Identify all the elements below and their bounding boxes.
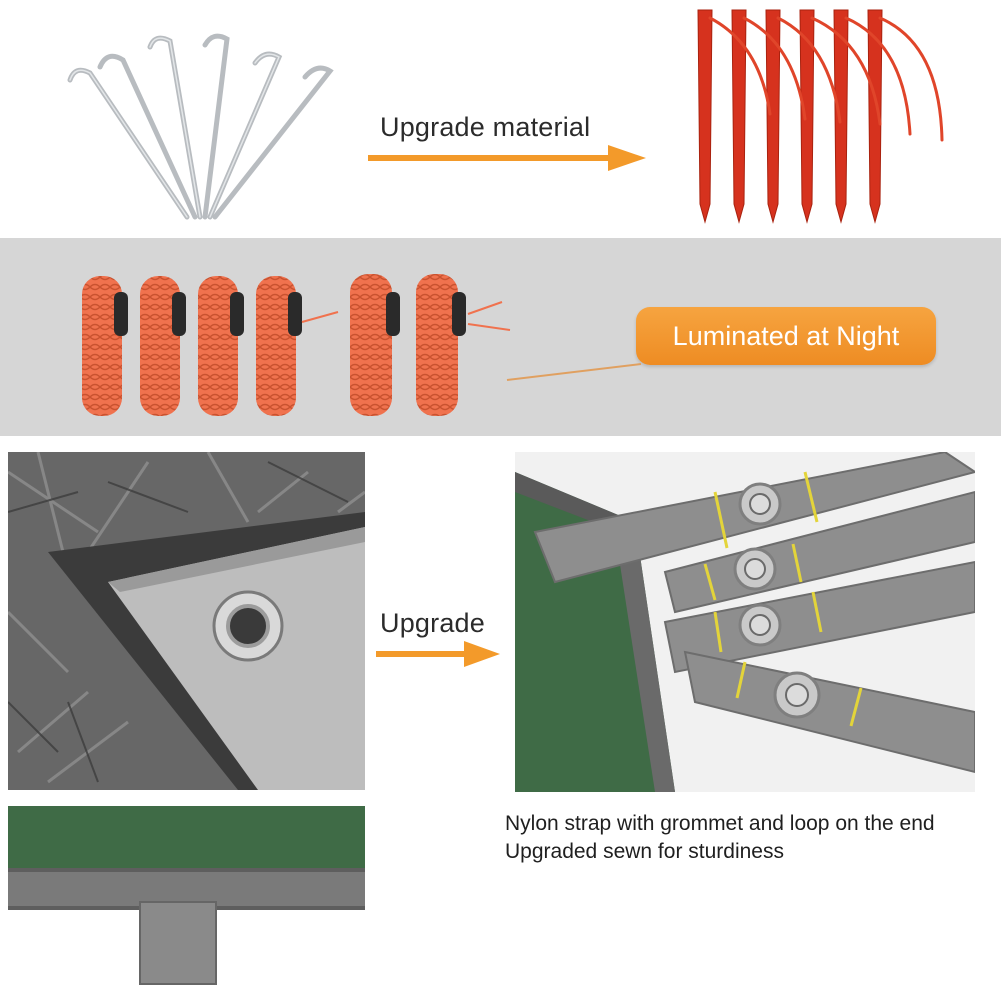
upgrade-material-label: Upgrade material — [380, 112, 591, 142]
old-tarp-grommet-photo — [8, 452, 365, 790]
caption-line-2: Upgraded sewn for sturdiness — [505, 840, 784, 863]
guy-ropes-image — [82, 274, 511, 416]
upgraded-nylon-strap-photo — [515, 452, 975, 792]
upgrade-label: Upgrade — [380, 608, 485, 638]
grommet-icon — [212, 590, 284, 662]
luminated-at-night-badge: Luminated at Night — [636, 307, 936, 365]
arrow-right-icon — [376, 641, 500, 667]
tarp-edge-loop-photo — [8, 806, 365, 993]
caption-line-1: Nylon strap with grommet and loop on the… — [505, 812, 935, 835]
strap-description: Nylon strap with grommet and loop on the… — [505, 810, 999, 866]
pointer-line — [506, 363, 642, 381]
red-plastic-stakes-image — [697, 9, 944, 224]
metal-tent-pegs-image — [67, 33, 334, 220]
arrow-right-icon — [368, 145, 646, 171]
